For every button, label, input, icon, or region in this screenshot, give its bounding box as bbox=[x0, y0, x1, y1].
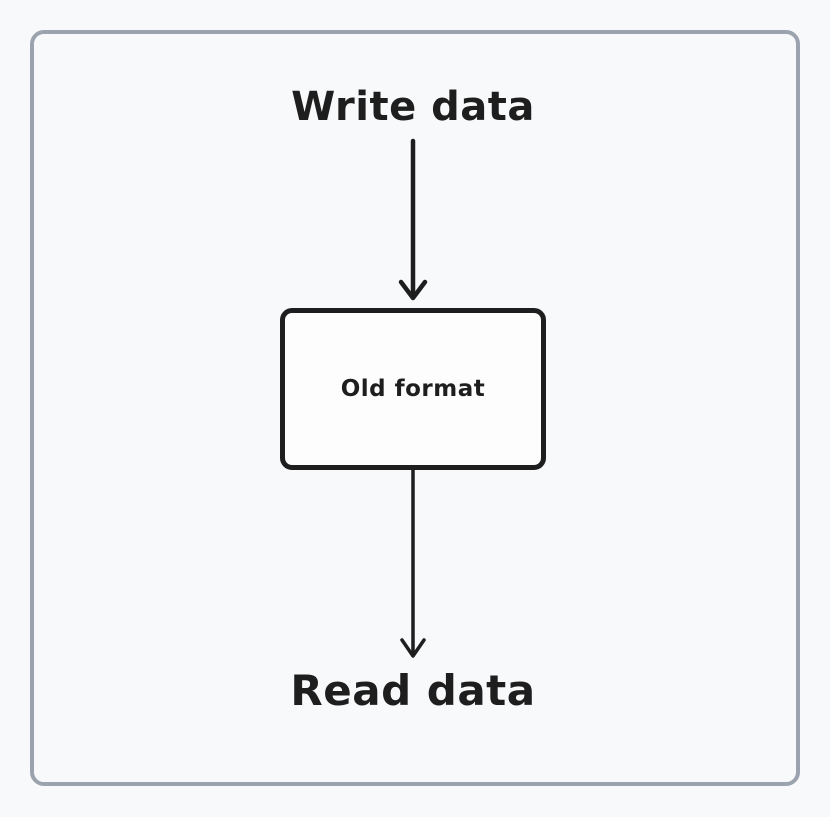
old-format-box: Old format bbox=[280, 308, 546, 470]
diagram-frame bbox=[30, 30, 800, 786]
arrow-down-connector-bottom bbox=[400, 470, 426, 658]
old-format-label: Old format bbox=[340, 376, 486, 402]
write-data-label: Write data bbox=[291, 84, 535, 130]
arrow-down-connector-top bbox=[398, 138, 428, 301]
read-data-label: Read data bbox=[290, 666, 536, 715]
